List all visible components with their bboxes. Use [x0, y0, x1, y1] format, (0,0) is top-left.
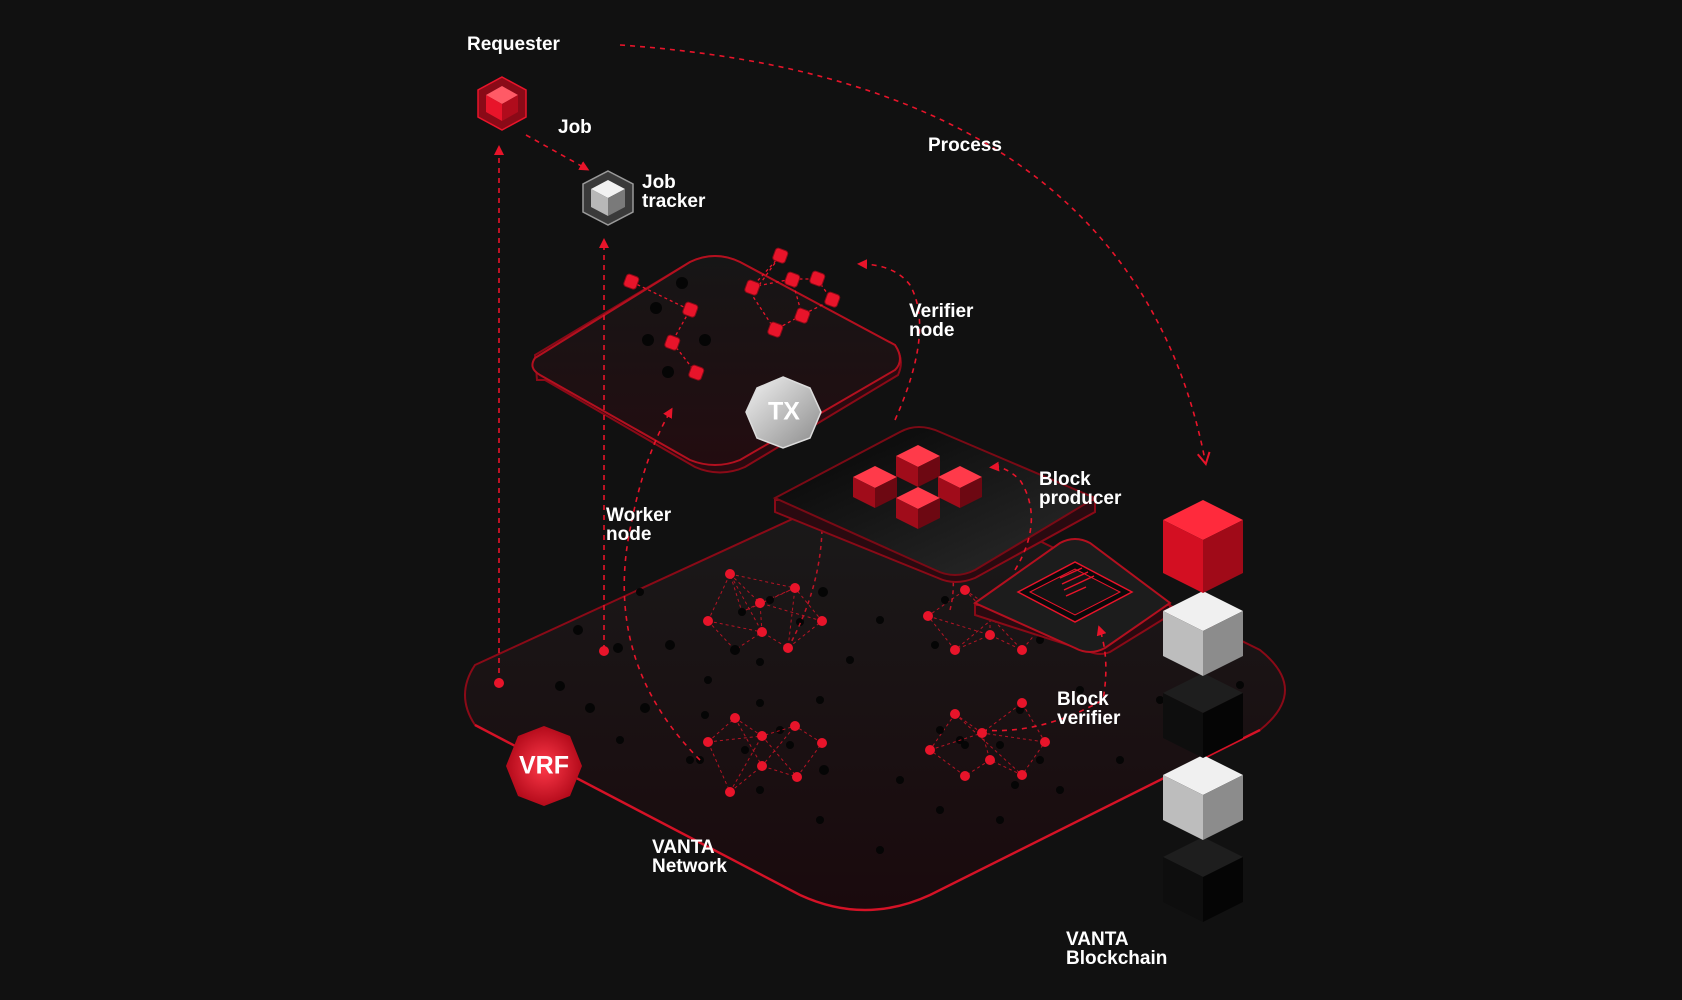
block-verifier-loop-arrow: [981, 625, 1107, 732]
process-arrow: [619, 44, 1211, 466]
worker-node-label-line2: node: [606, 524, 651, 545]
tx-badge: TX: [745, 376, 822, 449]
worker-node-label-line1: Worker: [606, 505, 672, 526]
block-producer-label-line1: Block: [1039, 469, 1091, 490]
red-cube-small: [853, 466, 897, 508]
vanta-blockchain-label-line2: Blockchain: [1066, 948, 1167, 969]
network-dark-nodes: [555, 588, 1244, 854]
job-label: Job: [558, 117, 592, 138]
verifier-loop-arrow: [857, 259, 921, 421]
blockchain-cube-silver: [1163, 591, 1243, 676]
job-tracker-label-line2: tracker: [642, 191, 706, 212]
verifier-node-platform: [531, 255, 902, 474]
chip-icon: [1016, 561, 1134, 623]
process-label: Process: [928, 135, 1002, 156]
node-cluster-d: [925, 698, 1050, 789]
producer-loop-arrow: [989, 461, 1033, 571]
red-cube-small: [896, 487, 940, 529]
blockchain-cube-black: [1163, 673, 1243, 758]
block-producer-label-line2: producer: [1039, 488, 1122, 509]
flow-arrows: [494, 44, 1211, 761]
block-verifier-label-line2: verifier: [1057, 708, 1121, 729]
verifier-node-label-line2: node: [909, 320, 954, 341]
job-arrow: [525, 134, 590, 171]
blockchain-cube-red: [1163, 500, 1243, 593]
vanta-blockchain-label-line1: VANTA: [1066, 929, 1129, 950]
verifier-node-label-line1: Verifier: [909, 301, 974, 322]
stacked-cubes-icon: [1163, 500, 1243, 922]
silver-cube-icon: [582, 170, 634, 226]
tx-badge-label: TX: [768, 398, 800, 426]
red-cubes-icon: [853, 445, 982, 529]
red-cube-small: [938, 466, 982, 508]
job-tracker-label-line1: Job: [642, 172, 676, 193]
blockchain-cube-silver: [1163, 755, 1243, 840]
vrf-to-verifier-arrow: [623, 407, 701, 761]
endpoint-dots: [494, 646, 609, 688]
vrf-badge-label: VRF: [519, 752, 569, 780]
requester-label: Requester: [467, 34, 561, 55]
node-cluster-c: [686, 699, 829, 797]
vanta-network-label-line2: Network: [652, 856, 727, 877]
red-cube-small: [896, 445, 940, 487]
verifier-node-molecules: [623, 247, 841, 381]
block-verifier-label-line1: Block: [1057, 689, 1109, 710]
blockchain-cube-black: [1163, 837, 1243, 922]
vrf-badge: VRF: [506, 726, 582, 806]
vanta-network-label-line1: VANTA: [652, 837, 715, 858]
red-cube-icon: [477, 76, 527, 131]
